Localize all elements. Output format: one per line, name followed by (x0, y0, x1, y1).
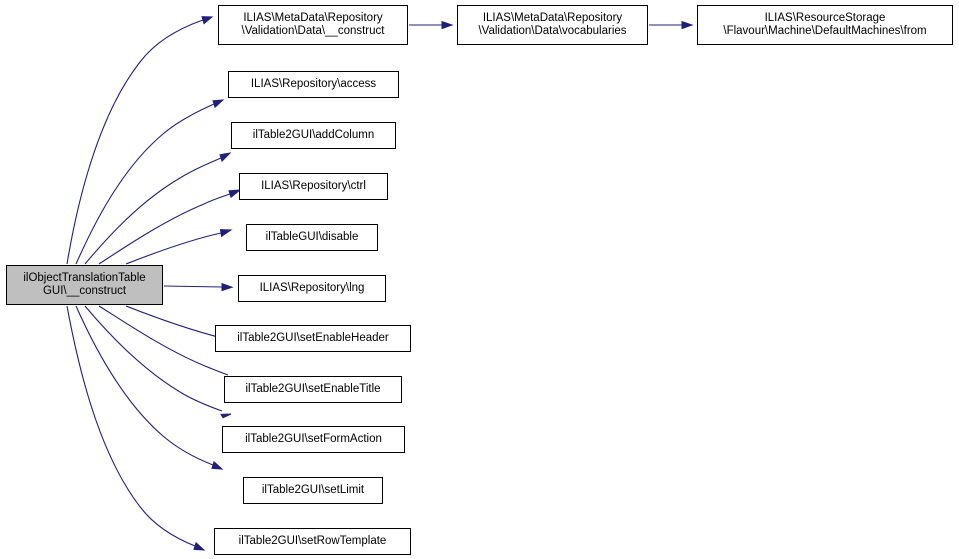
node-table2gui-setenabletitle[interactable]: ilTable2GUI\setEnableTitle (224, 376, 402, 403)
node-table2gui-setformaction[interactable]: ilTable2GUI\setFormAction (222, 426, 405, 453)
node-root[interactable]: ilObjectTranslationTable GUI\__construct (6, 265, 163, 305)
edge-root-to-n2 (75, 99, 225, 265)
edge-n1-to-n12 (409, 20, 454, 30)
edge-root-to-n11 (66, 305, 206, 551)
edge-n12-to-n13 (649, 20, 694, 30)
node-metadata-repository-validation-data-vocabularies[interactable]: ILIAS\MetaData\Repository \Validation\Da… (457, 5, 648, 45)
node-table2gui-addcolumn[interactable]: ilTable2GUI\addColumn (231, 122, 396, 149)
edge-root-to-n6 (163, 282, 234, 292)
node-repository-access[interactable]: ILIAS\Repository\access (228, 71, 399, 98)
node-tablegui-disable[interactable]: ilTableGUI\disable (246, 224, 378, 251)
node-resourcestorage-flavour-machine-defaultmachines-from[interactable]: ILIAS\ResourceStorage \Flavour\Machine\D… (697, 5, 953, 45)
edge-root-to-n4 (98, 189, 242, 265)
edge-root-to-n1 (66, 16, 214, 265)
node-table2gui-setlimit[interactable]: ilTable2GUI\setLimit (243, 477, 383, 504)
node-repository-ctrl[interactable]: ILIAS\Repository\ctrl (239, 173, 388, 200)
edge-root-to-n3 (84, 152, 232, 265)
node-table2gui-setenableheader[interactable]: ilTable2GUI\setEnableHeader (215, 325, 411, 352)
edge-root-to-n9 (84, 305, 232, 419)
node-table2gui-setrowtemplate[interactable]: ilTable2GUI\setRowTemplate (214, 528, 411, 555)
edge-root-to-n5 (125, 229, 233, 265)
edge-root-to-n10 (75, 305, 224, 470)
node-metadata-repository-validation-data-construct[interactable]: ILIAS\MetaData\Repository \Validation\Da… (218, 5, 408, 45)
node-repository-lng[interactable]: ILIAS\Repository\lng (238, 275, 386, 302)
